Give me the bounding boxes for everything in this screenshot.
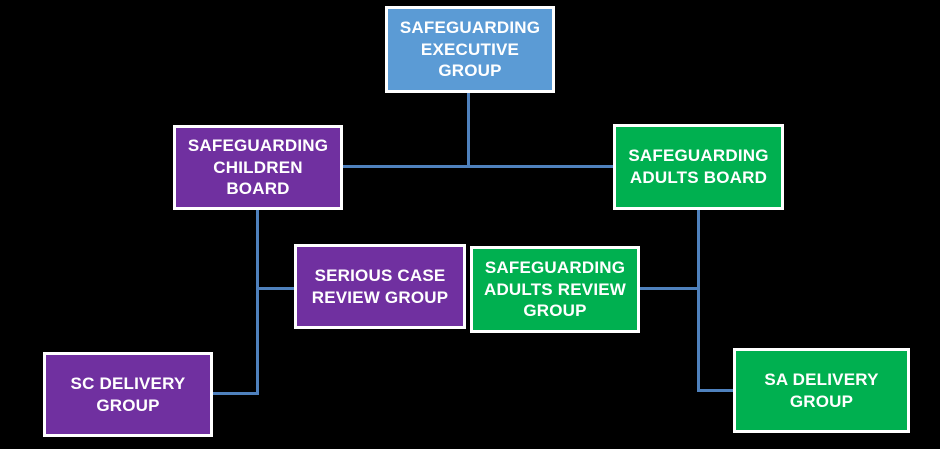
- node-sc-delivery-group: SC DELIVERY GROUP: [43, 352, 213, 437]
- edge-sc-delivery-horizontal: [212, 392, 259, 395]
- node-label: SAFEGUARDING ADULTS BOARD: [628, 146, 769, 187]
- edge-children-board-down: [256, 209, 259, 395]
- edge-sa-delivery-horizontal: [697, 389, 735, 392]
- node-label: SAFEGUARDING EXECUTIVE GROUP: [399, 17, 541, 81]
- node-safeguarding-adults-review-group: SAFEGUARDING ADULTS REVIEW GROUP: [470, 246, 640, 333]
- edge-serious-case-stub: [257, 287, 295, 290]
- edge-adults-review-stub: [639, 287, 698, 290]
- node-safeguarding-executive-group: SAFEGUARDING EXECUTIVE GROUP: [385, 6, 555, 93]
- edge-adults-board-down: [697, 209, 700, 392]
- edge-boards-horizontal: [343, 165, 613, 168]
- node-safeguarding-children-board: SAFEGUARDING CHILDREN BOARD: [173, 125, 343, 210]
- node-label: SA DELIVERY GROUP: [764, 369, 879, 411]
- node-serious-case-review-group: SERIOUS CASE REVIEW GROUP: [294, 244, 466, 329]
- node-label: SAFEGUARDING ADULTS REVIEW GROUP: [483, 257, 627, 321]
- node-sa-delivery-group: SA DELIVERY GROUP: [733, 348, 910, 433]
- node-label: SC DELIVERY GROUP: [70, 373, 186, 415]
- edge-executive-down: [467, 92, 470, 168]
- node-label: SERIOUS CASE REVIEW GROUP: [311, 265, 449, 307]
- node-label: SAFEGUARDING CHILDREN BOARD: [187, 135, 329, 199]
- node-safeguarding-adults-board: SAFEGUARDING ADULTS BOARD: [613, 124, 784, 210]
